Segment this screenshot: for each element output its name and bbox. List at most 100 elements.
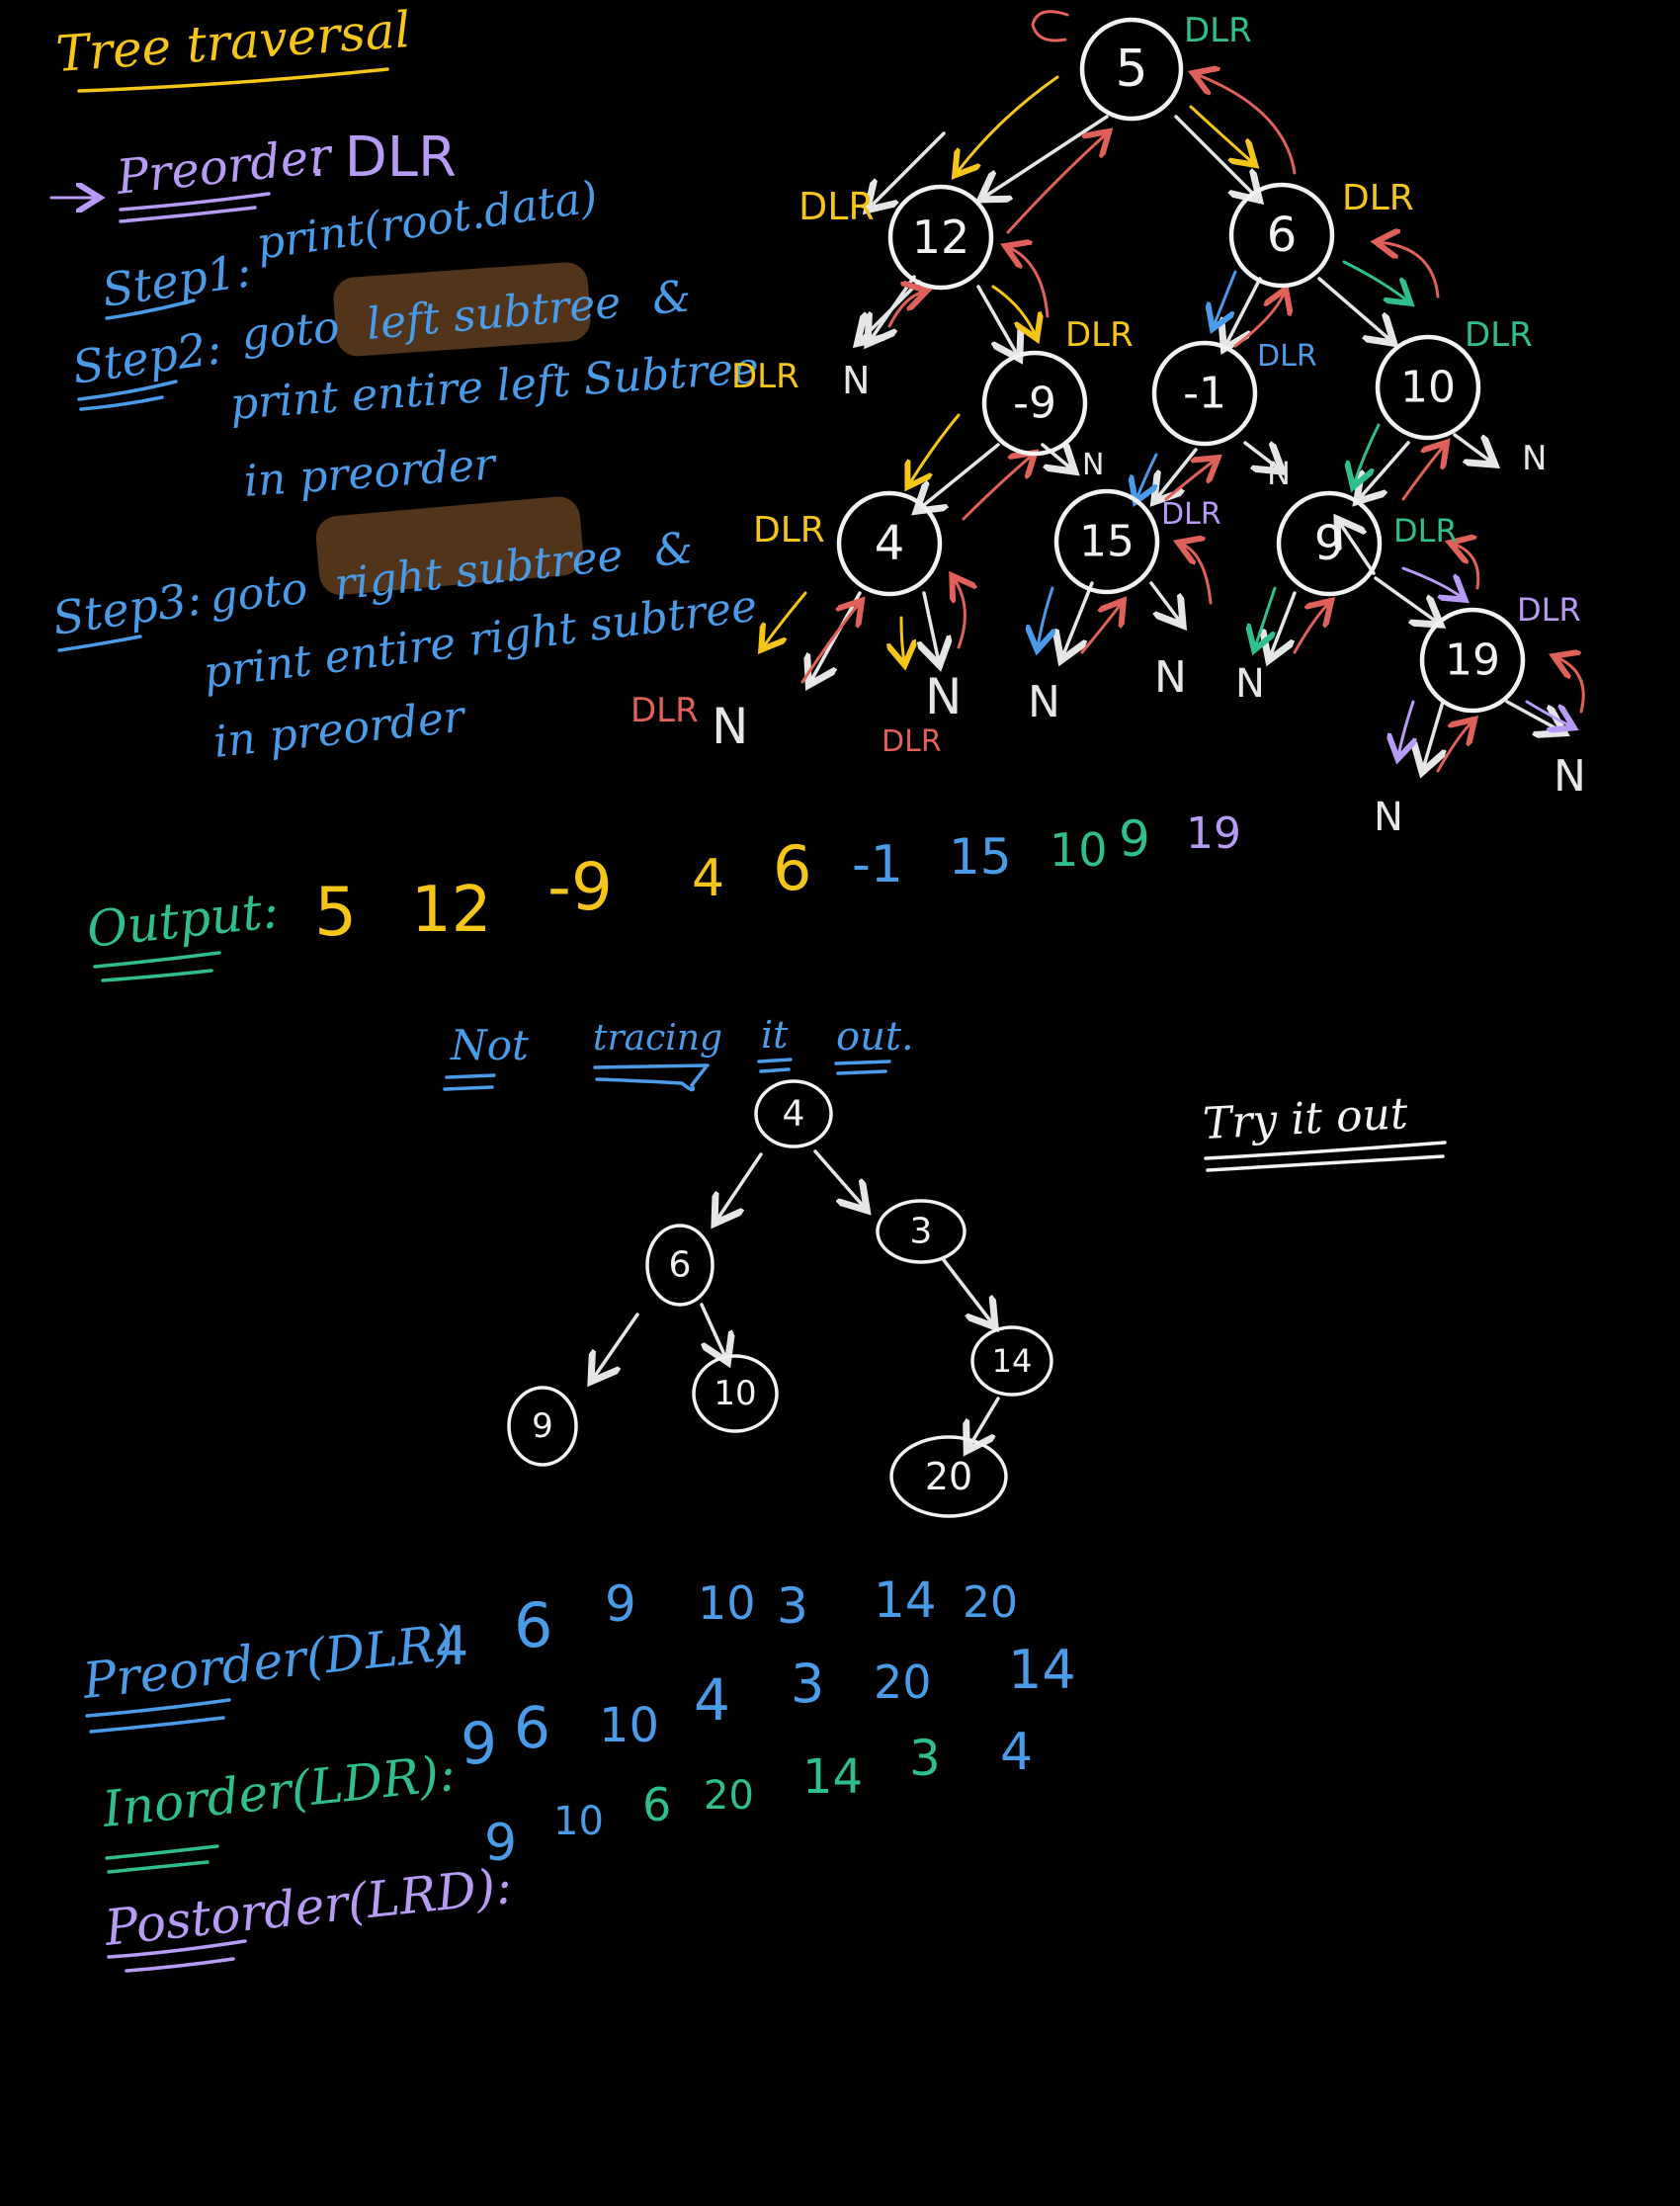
right-subtree-highlight	[315, 496, 584, 595]
traversal-arrow	[1293, 603, 1329, 654]
dlr-annotation: DLR	[1393, 512, 1458, 550]
svg-text:5: 5	[1115, 40, 1147, 99]
traversal-arrow	[1354, 423, 1381, 484]
output-value: -9	[547, 849, 613, 925]
traversal-arrow	[1006, 133, 1107, 234]
tree1-edge	[1317, 277, 1391, 341]
tree1-edge	[1062, 581, 1094, 657]
dlr-annotation: DLR	[1342, 178, 1414, 218]
svg-text:20: 20	[925, 1455, 972, 1498]
step3-amp: &	[651, 523, 695, 577]
tree2-node-3: 3	[876, 1199, 966, 1264]
traversal-arrow	[1008, 247, 1050, 318]
traversal-arrow	[991, 285, 1036, 336]
traversal-arrow	[1189, 105, 1253, 163]
null-marker: N	[1267, 455, 1291, 492]
tree1-node-15: 15	[1053, 488, 1160, 595]
traversal-arrow	[1181, 544, 1213, 605]
null-marker: N	[1235, 661, 1265, 707]
call-marker	[1031, 10, 1069, 42]
inorder-value: 3	[791, 1653, 824, 1715]
tree1-edge	[1149, 581, 1181, 623]
postorder-result-underline	[107, 1939, 247, 1973]
null-marker: N	[1028, 677, 1060, 727]
dlr-annotation: DLR	[1065, 315, 1134, 355]
preorder-heading: Preorder	[113, 127, 336, 206]
step3-goto: goto	[208, 563, 310, 624]
tree2-node-9: 9	[507, 1386, 578, 1467]
svg-text:9: 9	[532, 1406, 553, 1446]
dlr-annotation: DLR	[1257, 339, 1317, 374]
tree1-node-12: 12	[887, 184, 994, 291]
tree1-node-10: 10	[1375, 334, 1481, 441]
step3-underline	[57, 635, 142, 652]
preorder-value: 4	[435, 1615, 468, 1677]
null-marker: N	[1374, 795, 1403, 840]
output-underline	[93, 951, 221, 982]
dlr-annotation: DLR	[1465, 315, 1533, 355]
tree1-edge	[860, 280, 921, 341]
output-value: 4	[692, 849, 724, 908]
tree1-node-neg1: -1	[1151, 340, 1258, 447]
output-label: Output:	[84, 882, 281, 959]
traversal-arrow	[1196, 74, 1297, 175]
step2-underline	[77, 380, 178, 411]
svg-text:4: 4	[783, 1094, 805, 1135]
traversal-arrow	[800, 603, 860, 684]
try-it-out: Try it out	[1202, 1088, 1409, 1149]
tree1-node-6: 6	[1228, 182, 1335, 289]
tree1-edge	[870, 131, 946, 208]
note-tracing-underline	[593, 1063, 710, 1092]
tree2-edge	[942, 1258, 993, 1324]
traversal-arrow	[1164, 460, 1216, 501]
tree2-node-6: 6	[645, 1224, 714, 1307]
tree1-edge	[1041, 445, 1072, 469]
traversal-arrow	[1214, 270, 1237, 326]
postorder-value: 14	[802, 1749, 863, 1805]
preorder-underline	[119, 192, 271, 223]
null-marker: N	[1082, 448, 1104, 482]
inorder-result-underline	[105, 1844, 219, 1874]
null-marker: N	[925, 668, 962, 725]
dlr-annotation: DLR	[753, 510, 825, 551]
tree1-edge	[976, 285, 1018, 356]
inorder-value: 14	[1008, 1639, 1076, 1701]
traversal-arrow	[1453, 544, 1480, 590]
title-underline	[77, 67, 389, 93]
inorder-value: 10	[599, 1698, 659, 1753]
tree2-edge	[813, 1149, 865, 1208]
traversal-arrow	[1398, 700, 1413, 756]
svg-text:9: 9	[1314, 516, 1345, 571]
preorder-value: 3	[777, 1577, 808, 1635]
svg-text:15: 15	[1079, 517, 1134, 567]
note-it-underline	[757, 1058, 793, 1073]
traversal-arrow	[957, 75, 1059, 173]
tree1-node-4: 4	[836, 490, 943, 597]
tree1-edge	[919, 443, 1000, 509]
output-value: 9	[1119, 810, 1150, 868]
null-marker: N	[1554, 751, 1586, 802]
tree1-node-9: 9	[1276, 490, 1383, 597]
postorder-value: 20	[704, 1773, 754, 1819]
traversal-arrow	[1038, 586, 1052, 647]
inorder-result-label: Inorder(LDR):	[99, 1744, 458, 1838]
traversal-arrow	[1136, 453, 1156, 499]
traversal-arrow	[962, 455, 1033, 521]
tree2-edge	[716, 1152, 763, 1221]
tree1-edge	[810, 591, 862, 682]
tree1-edge	[1156, 448, 1198, 499]
step2-line3: in preorder	[242, 439, 499, 507]
postorder-value: 10	[553, 1799, 604, 1844]
output-value: 19	[1186, 808, 1241, 859]
preorder-result-label: Preorder(DLR)	[79, 1614, 457, 1710]
svg-text:10: 10	[714, 1374, 756, 1413]
output-value: 15	[949, 828, 1012, 886]
traversal-arrow	[763, 591, 807, 647]
tree2-edge	[700, 1303, 726, 1359]
preorder-value: 20	[963, 1577, 1018, 1628]
traversal-arrow	[1401, 566, 1463, 598]
tree2-node-20: 20	[889, 1435, 1008, 1518]
